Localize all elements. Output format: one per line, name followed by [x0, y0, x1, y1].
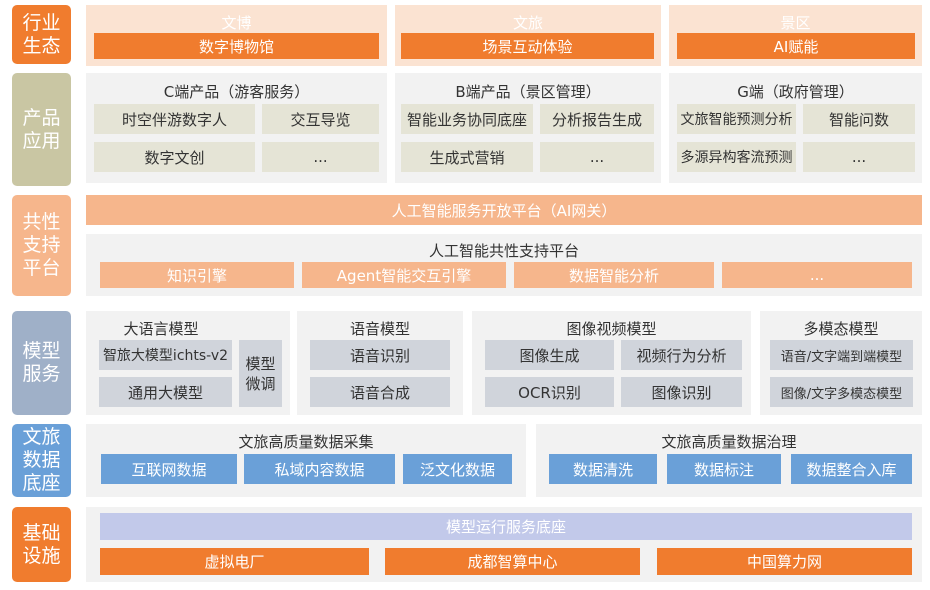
product-item-c-more: ... — [262, 142, 379, 172]
model-item-image-recog: 图像识别 — [621, 377, 742, 407]
data-item-internet: 互联网数据 — [101, 454, 237, 484]
layer-label-infra: 基础 设施 — [12, 507, 71, 582]
data-title-collection: 文旅高质量数据采集 — [238, 433, 374, 451]
product-item-flow-forecast: 多源异构客流预测 — [677, 142, 796, 172]
data-item-cleaning: 数据清洗 — [549, 454, 657, 484]
layer-label-product: 产品 应用 — [12, 73, 71, 186]
product-item-g-more: ... — [803, 142, 915, 172]
industry-title-wenbo: 文博 — [221, 14, 252, 32]
common-item-data-analysis: 数据智能分析 — [514, 262, 714, 288]
product-item-creative: 数字文创 — [94, 142, 255, 172]
common-item-knowledge: 知识引擎 — [100, 262, 294, 288]
infra-item-china-network: 中国算力网 — [657, 548, 912, 575]
product-item-smart-query: 智能问数 — [803, 104, 915, 134]
model-item-tts: 语音合成 — [310, 377, 450, 407]
model-item-ichts: 智旅大模型ichts-v2 — [99, 340, 232, 370]
product-title-b: B端产品（景区管理） — [455, 83, 601, 101]
product-item-digital-human: 时空伴游数字人 — [94, 104, 255, 134]
data-title-governance: 文旅高质量数据治理 — [661, 433, 797, 451]
product-item-forecast: 文旅智能预测分析 — [677, 104, 796, 134]
industry-title-wenlv: 文旅 — [512, 14, 543, 32]
product-item-guide: 交互导览 — [262, 104, 379, 134]
industry-item-ai-empower: AI赋能 — [677, 33, 915, 59]
data-item-private: 私域内容数据 — [244, 454, 395, 484]
industry-item-digital-museum: 数字博物馆 — [94, 33, 379, 59]
model-item-asr: 语音识别 — [310, 340, 450, 370]
product-title-g: G端（政府管理） — [737, 83, 854, 101]
infra-item-virtual-power: 虚拟电厂 — [100, 548, 369, 575]
data-item-culture: 泛文化数据 — [403, 454, 512, 484]
model-title-speech: 语音模型 — [349, 320, 410, 338]
layer-label-data: 文旅 数据 底座 — [12, 424, 71, 497]
model-item-video-behavior: 视频行为分析 — [621, 340, 742, 370]
common-item-agent: Agent智能交互引擎 — [302, 262, 506, 288]
layer-label-model: 模型 服务 — [12, 311, 71, 415]
data-item-integration: 数据整合入库 — [791, 454, 912, 484]
model-title-multimodal: 多模态模型 — [803, 320, 879, 338]
model-title-llm: 大语言模型 — [123, 320, 199, 338]
model-item-image-text: 图像/文字多模态模型 — [770, 377, 913, 407]
product-item-report: 分析报告生成 — [540, 104, 654, 134]
product-item-b-more: ... — [540, 142, 654, 172]
model-item-image-gen: 图像生成 — [485, 340, 614, 370]
industry-title-jingqu: 景区 — [780, 14, 811, 32]
data-item-labeling: 数据标注 — [667, 454, 781, 484]
common-item-more: ... — [722, 262, 912, 288]
layer-label-common: 共性 支持 平台 — [12, 195, 71, 296]
product-item-collab-base: 智能业务协同底座 — [401, 104, 533, 134]
infra-item-chengdu-computing: 成都智算中心 — [385, 548, 640, 575]
product-item-marketing: 生成式营销 — [401, 142, 533, 172]
industry-item-scene-interaction: 场景互动体验 — [401, 33, 654, 59]
infra-base-bar: 模型运行服务底座 — [100, 513, 912, 540]
model-item-general-llm: 通用大模型 — [99, 377, 232, 407]
common-platform-title: 人工智能共性支持平台 — [428, 242, 579, 260]
model-item-speech-text: 语音/文字端到端模型 — [770, 340, 913, 370]
model-item-ocr: OCR识别 — [485, 377, 614, 407]
layer-label-industry: 行业 生态 — [12, 5, 71, 64]
model-item-finetune: 模型 微调 — [239, 340, 282, 407]
product-title-c: C端产品（游客服务） — [163, 83, 310, 101]
model-title-vision: 图像视频模型 — [566, 320, 657, 338]
ai-gateway-bar: 人工智能服务开放平台（AI网关） — [86, 195, 922, 225]
